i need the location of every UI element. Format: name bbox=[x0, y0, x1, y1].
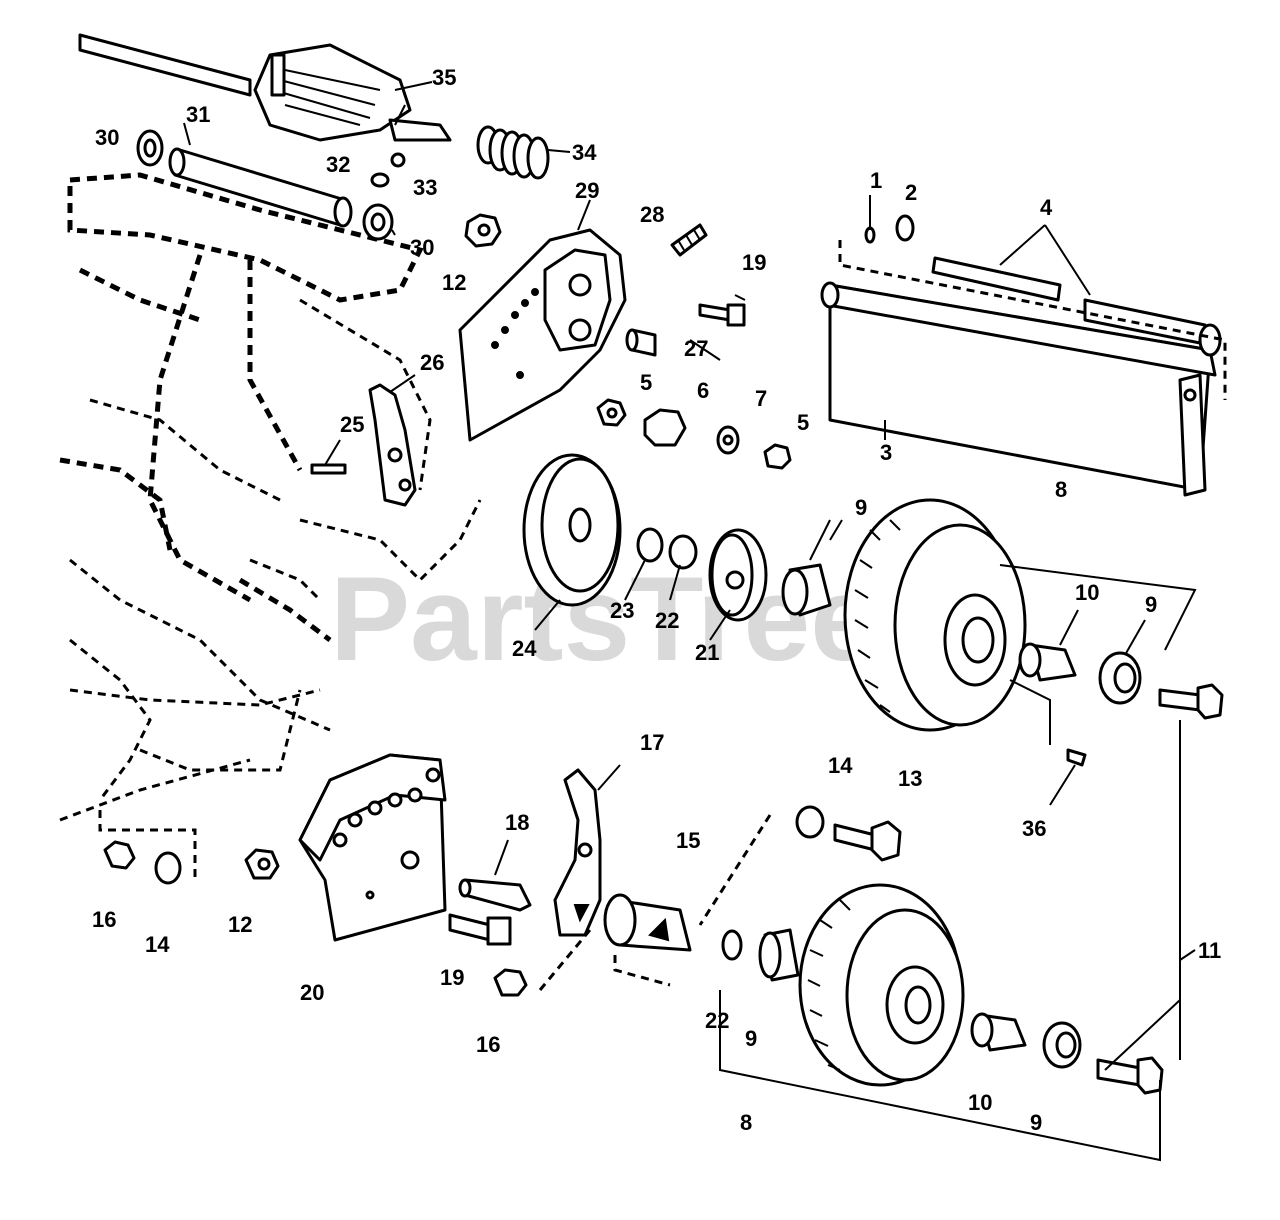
callout-28: 28 bbox=[640, 202, 664, 227]
callout-33: 33 bbox=[413, 175, 437, 200]
rear-wheel-lower bbox=[798, 883, 965, 1087]
spacer-10-lower bbox=[970, 1012, 1027, 1052]
nut-16-left bbox=[103, 840, 136, 870]
nut-16-lower bbox=[493, 968, 528, 997]
callout-30-right: 30 bbox=[410, 235, 434, 260]
bushing-9-lower-right bbox=[1042, 1021, 1082, 1069]
lower-wheel-group-leader bbox=[719, 990, 1161, 1162]
drive-gear bbox=[708, 528, 768, 622]
callout-19-lower: 19 bbox=[440, 965, 464, 990]
callout-10-upper: 10 bbox=[1075, 580, 1099, 605]
nut-12-upper bbox=[464, 213, 502, 248]
hubcap bbox=[522, 453, 622, 607]
callout-8-upper: 8 bbox=[1055, 477, 1067, 502]
washer-14-left bbox=[154, 851, 182, 885]
callout-1: 1 bbox=[870, 168, 882, 193]
bolt-11-leader bbox=[1104, 720, 1196, 1071]
callout-leaders bbox=[183, 81, 1146, 876]
washer-14-right bbox=[795, 805, 825, 839]
bolt-11-upper bbox=[1158, 683, 1224, 720]
screw-36 bbox=[1066, 748, 1087, 767]
callout-9-b: 9 bbox=[1145, 592, 1157, 617]
callout-10-lower: 10 bbox=[968, 1090, 992, 1115]
callout-16-lower: 16 bbox=[476, 1032, 500, 1057]
rear-wheel-upper bbox=[843, 498, 1027, 732]
bolt-11-lower bbox=[1096, 1056, 1164, 1095]
callout-34: 34 bbox=[572, 140, 597, 165]
callout-12-lower: 12 bbox=[228, 912, 252, 937]
height-adjuster-rod bbox=[78, 33, 452, 142]
pawl-lever bbox=[310, 383, 417, 507]
callout-36: 36 bbox=[1022, 816, 1046, 841]
bolt-19-lower bbox=[448, 913, 512, 946]
callout-14-right: 14 bbox=[828, 753, 853, 778]
bolt-19-upper bbox=[698, 303, 746, 327]
lever-bracket-dashed-leader bbox=[538, 814, 772, 991]
spacer-10-upper bbox=[1018, 642, 1077, 682]
bushing-9-upper-left bbox=[781, 563, 832, 617]
callout-16-left: 16 bbox=[92, 907, 116, 932]
callout-12-upper: 12 bbox=[442, 270, 466, 295]
callout-22-upper: 22 bbox=[655, 608, 679, 633]
callout-13: 13 bbox=[898, 766, 922, 791]
cotter-pin-32 bbox=[370, 172, 390, 188]
callout-6: 6 bbox=[697, 378, 709, 403]
upper-wheel-group-leader bbox=[809, 519, 1197, 745]
bushing-9-lower-left bbox=[758, 928, 800, 982]
callout-9-a: 9 bbox=[855, 495, 867, 520]
spring bbox=[476, 125, 550, 180]
bushing-30-right-inner bbox=[370, 212, 386, 232]
callout-20: 20 bbox=[300, 980, 324, 1005]
callout-7: 7 bbox=[755, 386, 767, 411]
callout-24: 24 bbox=[512, 636, 537, 661]
bushing-9-upper-right bbox=[1098, 651, 1142, 705]
callout-9-c: 9 bbox=[745, 1026, 757, 1051]
nut-12-lower bbox=[244, 848, 280, 880]
gear-drive-parts bbox=[596, 398, 792, 470]
callout-2: 2 bbox=[905, 180, 917, 205]
callout-25: 25 bbox=[340, 412, 364, 437]
rear-flap-assembly bbox=[820, 214, 1227, 497]
callout-32: 32 bbox=[326, 152, 350, 177]
callout-15: 15 bbox=[676, 828, 700, 853]
callout-30-left: 30 bbox=[95, 125, 119, 150]
axle-bracket bbox=[603, 893, 692, 952]
callout-35: 35 bbox=[432, 65, 456, 90]
callout-9-d: 9 bbox=[1030, 1110, 1042, 1135]
pin-18 bbox=[458, 878, 532, 912]
callout-18: 18 bbox=[505, 810, 529, 835]
axle-tube bbox=[168, 147, 353, 228]
height-adjust-plate bbox=[458, 228, 627, 442]
washer-22-upper bbox=[668, 534, 698, 570]
callout-14-left: 14 bbox=[145, 932, 170, 957]
callout-8-lower: 8 bbox=[740, 1110, 752, 1135]
bolt-13 bbox=[833, 820, 902, 862]
washer-23 bbox=[636, 527, 664, 563]
callout-labels: 1 2 3 4 5 5 6 7 8 8 9 9 9 9 10 10 11 12 … bbox=[92, 65, 1221, 1135]
callout-5-right: 5 bbox=[797, 410, 809, 435]
callout-4: 4 bbox=[1040, 195, 1053, 220]
callout-5-left: 5 bbox=[640, 370, 652, 395]
mower-deck-outline bbox=[59, 172, 482, 822]
callout-31: 31 bbox=[186, 102, 210, 127]
callout-11: 11 bbox=[1198, 938, 1221, 963]
height-lever bbox=[553, 768, 602, 937]
callout-23: 23 bbox=[610, 598, 634, 623]
spacer-27 bbox=[625, 328, 657, 357]
callout-3: 3 bbox=[880, 440, 892, 465]
callout-27: 27 bbox=[684, 336, 708, 361]
stud-28 bbox=[670, 223, 708, 257]
callout-21: 21 bbox=[695, 640, 719, 665]
bushing-30-left-inner bbox=[143, 138, 157, 158]
callout-17: 17 bbox=[640, 730, 664, 755]
callout-26: 26 bbox=[420, 350, 444, 375]
left-group-bracket bbox=[98, 810, 197, 880]
ball-33 bbox=[390, 152, 406, 168]
callout-19-upper: 19 bbox=[742, 250, 766, 275]
lower-height-plate bbox=[298, 753, 447, 942]
callout-22-lower: 22 bbox=[705, 1008, 729, 1033]
washer-22-lower bbox=[721, 929, 743, 961]
callout-29: 29 bbox=[575, 178, 599, 203]
